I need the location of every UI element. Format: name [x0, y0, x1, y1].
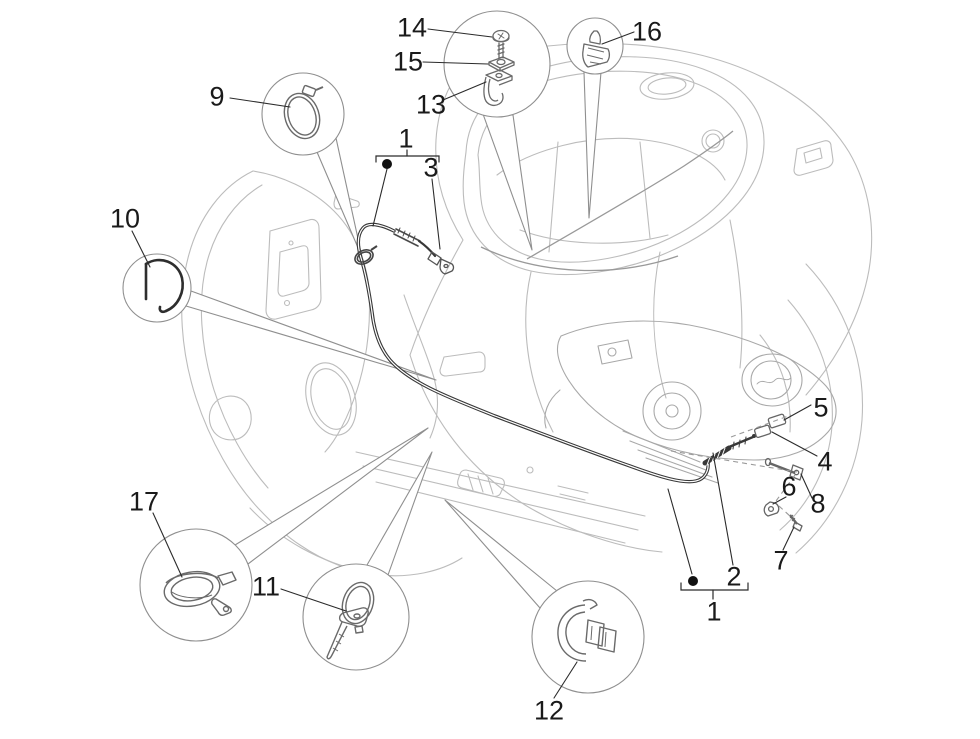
retainer-part-6: [763, 501, 780, 517]
callout-2: 2: [726, 561, 742, 592]
callout-10: 10: [109, 203, 141, 234]
saddle-clip-part-12: [557, 598, 617, 662]
retaining-clip-part-10: [144, 258, 184, 314]
hose-clamp-part-9: [283, 84, 324, 140]
callout-5: 5: [813, 392, 829, 423]
small-parts-right: [753, 413, 804, 532]
funnel-13: [482, 113, 533, 251]
callout-16: 16: [631, 16, 663, 47]
clip-part-16: [582, 30, 611, 68]
callout-4: 4: [817, 446, 833, 477]
group-label-1-bottom: 1: [706, 596, 722, 627]
callout-circles: [122, 10, 645, 694]
detail-circle-9: [261, 72, 345, 156]
detail-circle-12: [531, 580, 645, 694]
transmission-cable: [356, 222, 756, 484]
callout-6: 6: [781, 471, 797, 502]
engine-art: [544, 320, 837, 484]
group-brackets: [375, 149, 749, 600]
bushing-part-4: [753, 424, 772, 439]
callout-17: 17: [128, 486, 160, 517]
funnel-16: [583, 71, 602, 219]
leader-lines: [131, 28, 818, 699]
item-marker-dot-bottom: [688, 576, 698, 586]
funnel-12: [444, 499, 558, 609]
detail-circle-11: [302, 563, 410, 671]
callout-7: 7: [773, 545, 789, 576]
detail-circle-17: [139, 528, 253, 642]
cable-tie-part-11: [326, 581, 375, 660]
funnel-9: [316, 137, 363, 258]
assembly-axis-dashes: [670, 414, 798, 518]
callout-3: 3: [423, 152, 439, 183]
funnel-11: [366, 451, 433, 576]
callout-8: 8: [810, 488, 826, 519]
cable-clamp-on-sheath: [354, 245, 378, 265]
rim-cable-art: [480, 130, 734, 272]
group-label-1-top: 1: [398, 123, 414, 154]
detail-circle-13-14-15: [443, 10, 551, 118]
callout-9: 9: [209, 81, 225, 112]
callout-11: 11: [251, 571, 281, 602]
screw-clamp-part-17: [163, 570, 237, 616]
callout-13: 13: [415, 89, 447, 120]
item-marker-dot-top: [382, 159, 392, 169]
callout-14: 14: [396, 12, 428, 43]
callout-12: 12: [533, 695, 565, 726]
cable-end-fittings-part-3: [427, 251, 455, 275]
bracket-bottom: [680, 582, 749, 591]
bushing-part-5: [767, 413, 787, 429]
screw-part-14: [492, 29, 510, 59]
detail-circle-10: [122, 253, 192, 323]
bracket-clamp-part-13: [483, 69, 513, 106]
callout-15: 15: [392, 46, 424, 77]
